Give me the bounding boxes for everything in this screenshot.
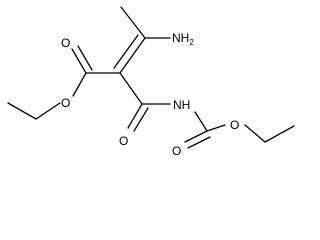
bond-o-ethyl-ch2 xyxy=(35,102,61,120)
bond-ethyl-ch2-ch3 xyxy=(7,102,37,120)
bond-amide-co-double-a xyxy=(127,103,143,129)
atom-nh-imide: NH xyxy=(173,98,190,112)
atom-o-carbamate-carbonyl: O xyxy=(172,144,181,158)
bond-ester-co-double-b xyxy=(77,45,93,71)
bond-carbamate-co-double-a xyxy=(184,130,208,143)
bond-amide-co-double-b xyxy=(133,107,149,132)
bond-ester-co-double-a xyxy=(71,48,87,74)
amine-subscript: 2 xyxy=(189,38,194,47)
bond-carbamate-o-ch2 xyxy=(244,124,266,143)
bond-carbamate-co-double-b xyxy=(187,136,211,149)
molecule-canvas: O O NH2 O NH O O xyxy=(7,6,295,158)
structure-diagram: O O NH2 O NH O O xyxy=(7,6,295,158)
bond-carbamate-c-o xyxy=(206,124,226,132)
atom-o-ester-carbonyl: O xyxy=(61,36,70,50)
atom-o-carbamate-ether: O xyxy=(230,118,239,132)
bond-carbamate-ch2-ch3 xyxy=(264,125,295,143)
bond-alkene-double-a xyxy=(119,37,146,74)
bond-nh-carbamate-c xyxy=(194,111,208,132)
amine-nh: NH xyxy=(172,31,189,45)
atom-o-ester-ether: O xyxy=(61,96,70,110)
bond-alkene-double-b xyxy=(113,34,139,69)
bond-methyl xyxy=(120,6,146,39)
atom-amine: NH2 xyxy=(172,31,194,47)
atom-o-amide: O xyxy=(119,134,128,148)
bond-ester-c-o xyxy=(72,72,87,97)
bond-alkene-amide-c xyxy=(119,72,143,105)
